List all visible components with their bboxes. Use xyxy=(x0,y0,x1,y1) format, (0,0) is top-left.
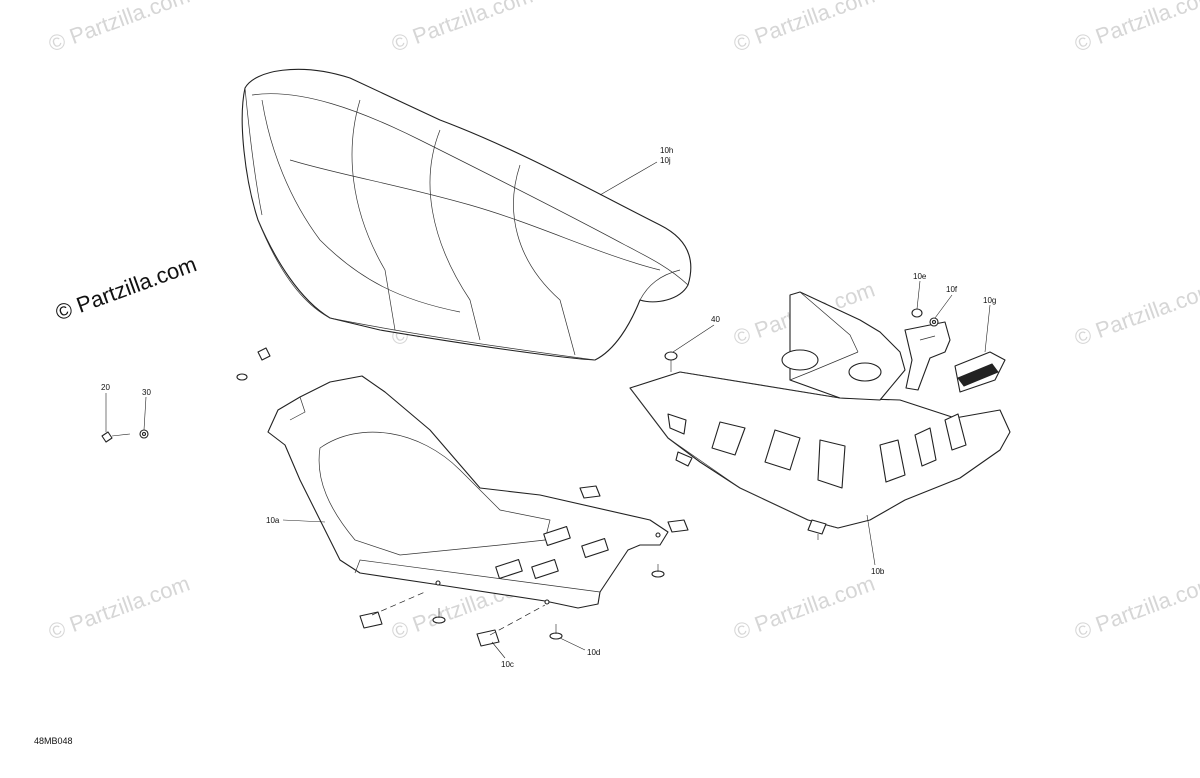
callout-40: 40 xyxy=(711,315,720,324)
watermark-faint: © Partzilla.com xyxy=(730,571,878,645)
plate-clips xyxy=(359,485,689,647)
watermark-faint: © Partzilla.com xyxy=(1071,571,1200,645)
callout-labels: 10h 10j 10e 10f 10g 40 20 30 10a 10b 10c… xyxy=(101,146,996,669)
callout-10b: 10b xyxy=(871,567,885,576)
callout-30: 30 xyxy=(142,388,151,397)
callout-10c: 10c xyxy=(501,660,514,669)
callout-10e: 10e xyxy=(913,272,927,281)
callout-10a: 10a xyxy=(266,516,280,525)
assembly-lines xyxy=(371,591,546,636)
watermark-faint: © Partzilla.com xyxy=(1071,0,1200,57)
rear-frame-bracket-part xyxy=(629,291,1011,540)
watermark-faint: © Partzilla.com xyxy=(45,571,193,645)
callout-10f: 10f xyxy=(946,285,958,294)
watermark-faint: © Partzilla.com xyxy=(1071,277,1200,351)
watermark-faint: © Partzilla.com xyxy=(45,0,193,57)
small-hardware xyxy=(101,347,271,443)
watermark-faint: © Partzilla.com xyxy=(730,0,878,57)
drawing-code-label: 48MB048 xyxy=(34,736,73,746)
callout-10j: 10j xyxy=(660,156,671,165)
callout-10h: 10h xyxy=(660,146,673,155)
seat-base-plate-part xyxy=(267,375,669,609)
callout-10g: 10g xyxy=(983,296,996,305)
callout-20: 20 xyxy=(101,383,110,392)
seat-cushion-part xyxy=(241,68,692,361)
watermark-faint: © Partzilla.com xyxy=(388,0,536,57)
screws-10d xyxy=(432,564,665,640)
leader-lines xyxy=(105,161,991,659)
callout-10d: 10d xyxy=(587,648,600,657)
